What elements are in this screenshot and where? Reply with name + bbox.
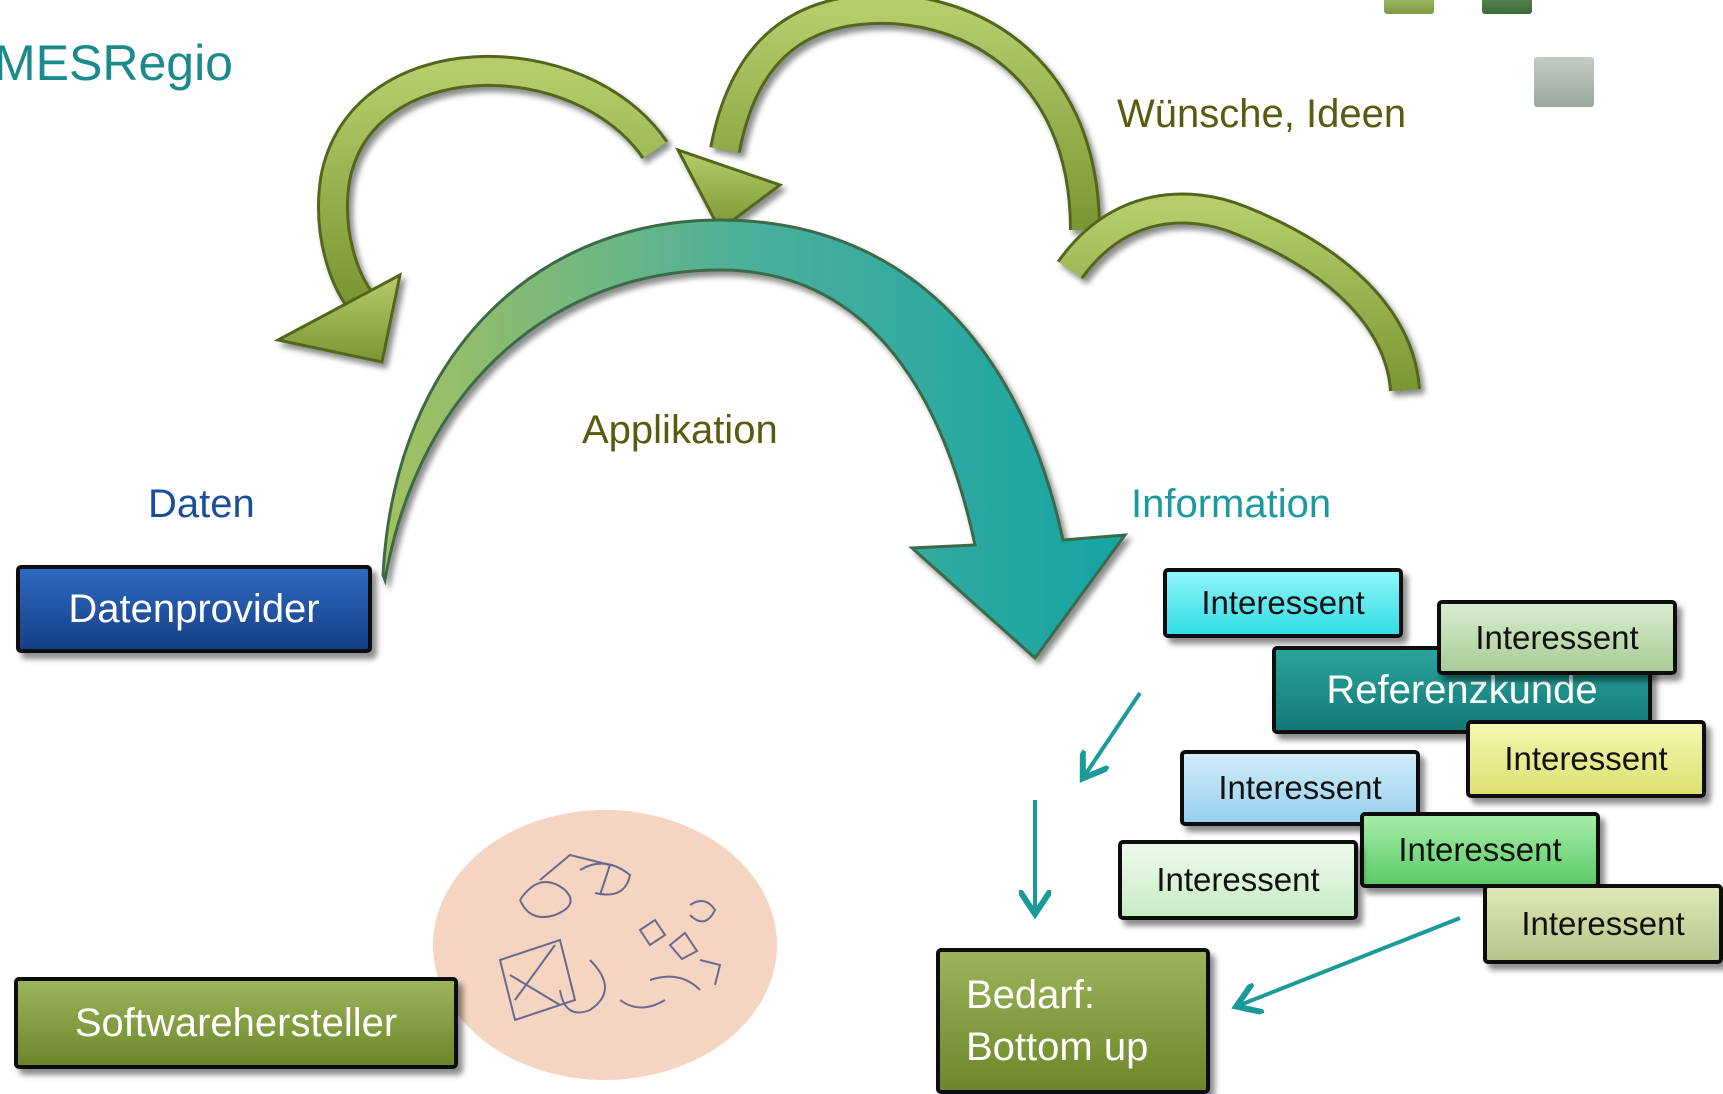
interessent-box-1: Interessent — [1163, 568, 1403, 638]
box-bedarf-bottom-up: Bedarf: Bottom up — [936, 948, 1210, 1094]
corner-square-gray — [1534, 57, 1594, 107]
corner-square-light — [1384, 0, 1434, 14]
interessent-box-7: Interessent — [1483, 884, 1723, 964]
curved-arrow-left — [273, 54, 669, 364]
interessent-box-3: Interessent — [1466, 720, 1706, 798]
interessent-box-2: Interessent — [1437, 600, 1677, 675]
connector-arrows — [1035, 691, 1461, 1005]
curved-arrow-right — [1056, 192, 1421, 392]
sketch-image — [433, 810, 777, 1080]
box-datenprovider: Datenprovider — [16, 565, 372, 653]
interessent-box-5: Interessent — [1360, 812, 1600, 888]
label-daten: Daten — [148, 482, 255, 526]
curved-arrow-middle — [674, 0, 1101, 233]
corner-square-dark — [1482, 0, 1532, 14]
page-title: MESRegio — [0, 35, 233, 91]
interessent-box-6: Interessent — [1118, 840, 1358, 920]
connector-arrow-left — [1240, 916, 1461, 1005]
label-applikation: Applikation — [582, 408, 778, 452]
label-information: Information — [1131, 482, 1332, 526]
box-softwarehersteller: Softwarehersteller — [14, 977, 458, 1069]
bedarf-label: Bedarf: Bottom up — [966, 973, 1149, 1069]
connector-arrow-diagonal — [1085, 691, 1142, 775]
applikation-arrow — [381, 218, 1129, 661]
label-wuensche-ideen: Wünsche, Ideen — [1117, 92, 1407, 136]
